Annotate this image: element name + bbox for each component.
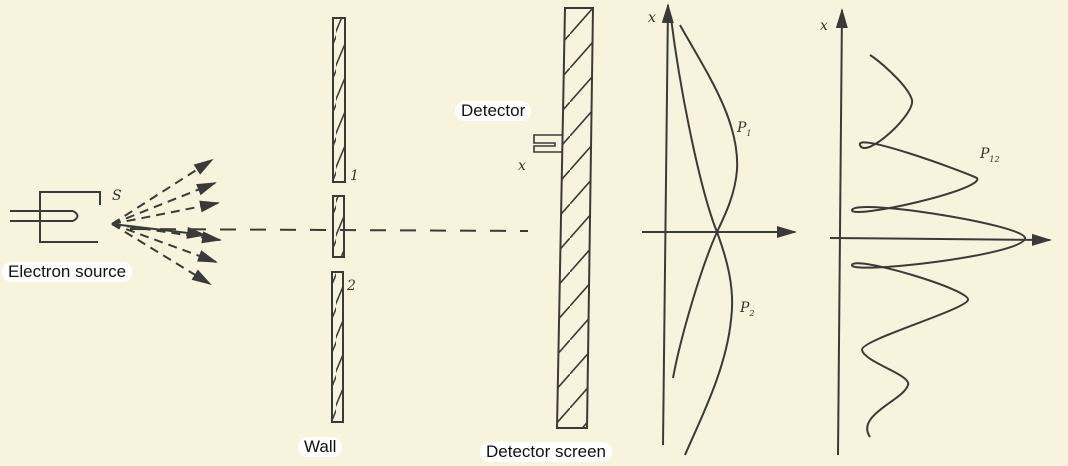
electron-beams <box>111 158 222 286</box>
p12-plot <box>829 8 1052 456</box>
detector-label: Detector <box>455 101 532 121</box>
p2-curve <box>670 17 734 456</box>
p1-label: P1 <box>736 120 752 138</box>
p1-curve <box>672 24 739 379</box>
detector-icon <box>533 134 562 153</box>
detector-screen-label: Detector screen <box>480 442 612 462</box>
axis2-x-label: x <box>820 18 828 34</box>
slit-1-label: 1 <box>350 168 359 184</box>
detector-position-label: x <box>518 158 526 174</box>
detector-screen <box>555 7 595 429</box>
p1-p2-plot <box>642 3 797 456</box>
axis1-x-label: x <box>648 10 656 26</box>
electron-source-label: Electron source <box>2 262 133 282</box>
source-label-s: S <box>112 188 122 204</box>
wall-label: Wall <box>298 437 343 457</box>
p12-curve <box>850 54 1027 438</box>
p2-label: P2 <box>739 300 755 318</box>
p12-label: P12 <box>979 146 1000 164</box>
center-line <box>129 228 529 232</box>
wall <box>331 17 346 423</box>
electron-source-icon <box>10 191 101 243</box>
slit-2-label: 2 <box>346 278 356 294</box>
